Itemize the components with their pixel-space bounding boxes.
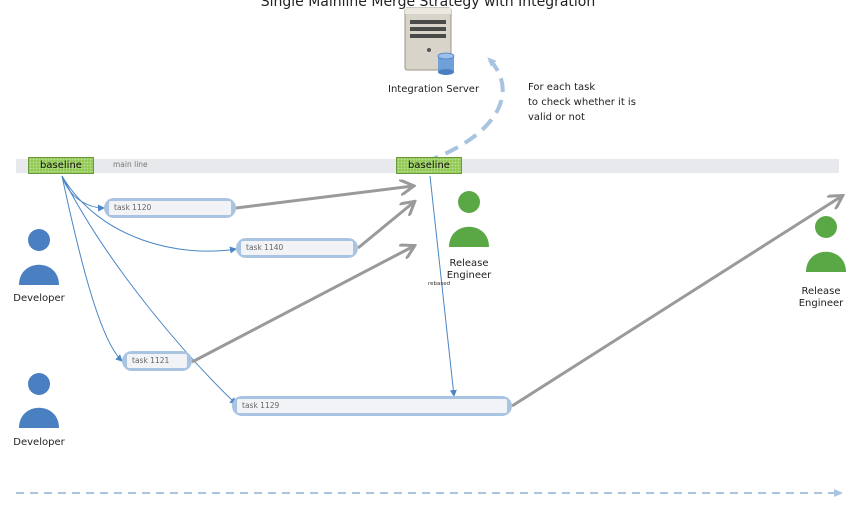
branch-line-1121 xyxy=(61,175,123,362)
baseline-integrated: baseline xyxy=(396,157,462,174)
person-icon xyxy=(19,373,59,428)
actor-label-release-engineer-2: Release Engineer xyxy=(798,286,844,309)
task-label: task 1120 xyxy=(109,201,231,215)
diagram-header-text: Single Mainline Merge Strategy with Inte… xyxy=(260,0,596,10)
person-icon xyxy=(806,216,846,272)
actor-label-release-engineer-1: Release Engineer xyxy=(446,258,492,281)
integration-server-label: Integration Server xyxy=(388,84,480,95)
server-icon xyxy=(404,7,455,75)
merge-arrow-1140 xyxy=(357,202,414,250)
mainline-label: main line xyxy=(113,160,148,169)
task-1140[interactable]: task 1140 xyxy=(236,238,358,258)
merge-arrow-1129 xyxy=(511,196,842,408)
task-label: task 1140 xyxy=(241,241,353,255)
integration-note: For each task to check whether it is val… xyxy=(528,82,636,123)
person-icon xyxy=(19,229,59,285)
rebased-label: rebased xyxy=(428,281,451,287)
task-label: task 1121 xyxy=(127,354,187,368)
baseline-start: baseline xyxy=(28,157,94,174)
actor-label-developer-2: Developer xyxy=(13,437,65,448)
branch-line-1140 xyxy=(61,175,237,254)
rebase-line xyxy=(429,175,457,397)
task-label: task 1129 xyxy=(237,399,507,413)
task-1129[interactable]: task 1129 xyxy=(232,396,512,416)
integration-check-arc xyxy=(424,56,505,164)
person-icon xyxy=(449,191,489,247)
task-1120[interactable]: task 1120 xyxy=(104,198,236,218)
task-1121[interactable]: task 1121 xyxy=(122,351,192,371)
actor-label-developer-1: Developer xyxy=(13,293,65,304)
branch-line-1129 xyxy=(61,175,237,405)
merge-arrow-1121 xyxy=(191,246,414,364)
merge-arrow-1120 xyxy=(235,186,413,210)
